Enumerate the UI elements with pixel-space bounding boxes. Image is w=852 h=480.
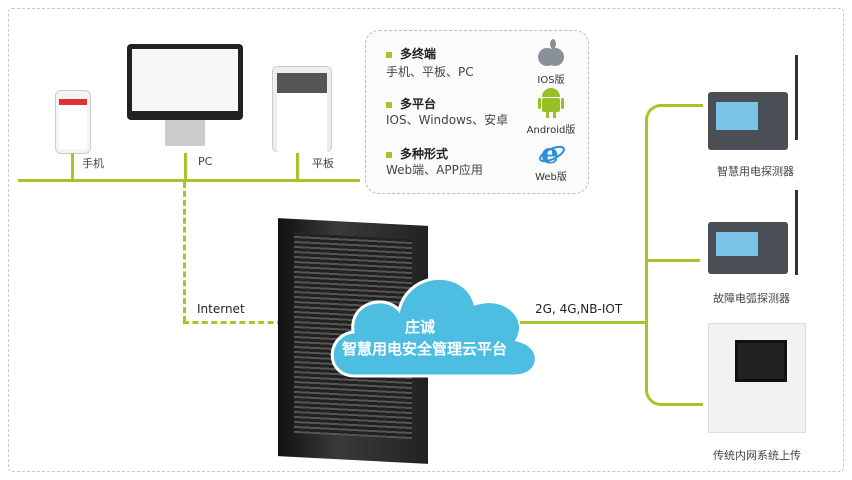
feature-title: 多平台 — [386, 95, 436, 112]
tablet-label: 平板 — [312, 157, 334, 170]
cloud-subtitle: 智慧用电安全管理云平台 — [342, 340, 508, 358]
device-label: 传统内网系统上传 — [713, 449, 801, 462]
android-badge: Android版 — [526, 125, 576, 136]
internet-label: Internet — [197, 302, 245, 316]
smart-detector-image — [708, 92, 788, 150]
device-label: 故障电弧探测器 — [713, 292, 790, 305]
svg-text:e: e — [541, 139, 559, 167]
tablet-link — [296, 153, 299, 180]
antenna-icon — [795, 55, 798, 140]
internet-dashed-line — [183, 182, 186, 322]
ios-badge: IOS版 — [537, 75, 565, 86]
device-bus-line — [645, 104, 703, 406]
antenna-icon — [795, 190, 798, 275]
feature-desc: IOS、Windows、安卓 — [386, 113, 509, 127]
phone-link — [71, 153, 74, 180]
web-badge: Web版 — [535, 172, 567, 183]
apple-icon — [538, 39, 564, 66]
iot-link-label: 2G, 4G,NB-IOT — [535, 302, 623, 316]
feature-desc: Web端、APP应用 — [386, 163, 483, 177]
feature-title: 多终端 — [386, 45, 436, 62]
ie-icon: e — [539, 139, 565, 167]
internet-dashed-line-h — [183, 321, 283, 324]
pc-image — [127, 44, 243, 120]
iot-link-line — [520, 321, 648, 324]
feature-title: 多种形式 — [386, 145, 448, 162]
pc-stand — [165, 120, 205, 146]
terminal-bus-line — [18, 179, 360, 182]
cloud-platform — [330, 277, 538, 378]
phone-image — [55, 90, 91, 154]
pc-link — [184, 153, 187, 180]
pc-label: PC — [198, 155, 213, 168]
arc-detector-link — [648, 259, 700, 262]
phone-label: 手机 — [82, 157, 104, 170]
cloud-title: 庄诚 — [405, 318, 436, 336]
feature-panel: 多终端 手机、平板、PC 多平台 IOS、Windows、安卓 多种形式 Web… — [365, 30, 589, 194]
device-label: 智慧用电探测器 — [717, 165, 794, 178]
tablet-image — [272, 66, 332, 163]
monitoring-cabinet-image — [708, 323, 806, 433]
feature-desc: 手机、平板、PC — [386, 65, 474, 79]
arc-detector-image — [708, 222, 788, 274]
android-icon — [538, 88, 564, 118]
diagram-frame — [8, 8, 844, 472]
